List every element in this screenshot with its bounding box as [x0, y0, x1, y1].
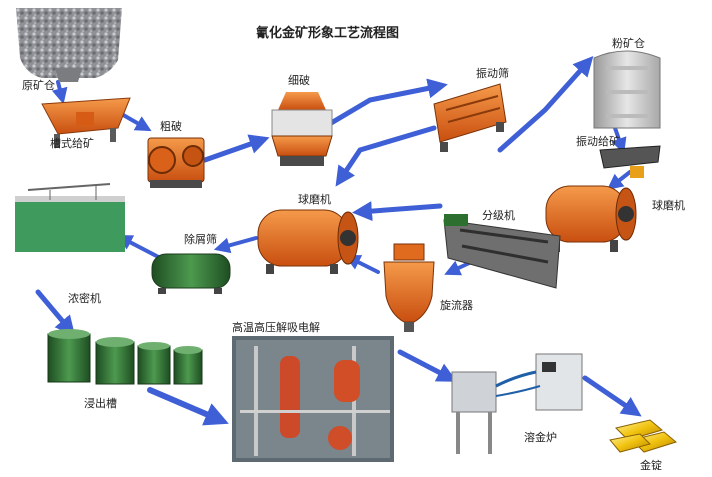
diagram-title: 氰化金矿形象工艺流程图: [256, 26, 400, 41]
arrow-feeder-to-mill: [606, 170, 632, 190]
label-gold-ingot: 金锭: [640, 459, 662, 472]
flow-arrows: [35, 56, 642, 426]
vibrating-screen-machine: [433, 83, 507, 152]
trough-feeder-machine: [41, 97, 131, 148]
vibrating-feeder-machine: [599, 145, 661, 178]
arrow-desorp-to-furnace: [397, 349, 458, 382]
arrow-to-leach: [35, 289, 76, 337]
label-vibrating-screen: 振动筛: [476, 67, 509, 80]
label-powder-bin: 粉矿仓: [612, 37, 645, 50]
ball-mill-middle-machine: [257, 209, 359, 274]
jaw-crusher-machine: [147, 137, 205, 188]
arrow-fine-to-screen: [313, 78, 448, 135]
label-desorption-electrolysis: 高温高压解吸电解: [232, 321, 320, 334]
label-thickener: 浓密机: [68, 292, 101, 305]
arrow-mill-to-trashscreen: [213, 236, 258, 254]
raw-ore-pile: [16, 8, 122, 82]
label-trash-screen: 除屑筛: [184, 233, 217, 246]
trash-screen-machine: [151, 253, 231, 294]
cone-crusher-machine: [271, 92, 333, 166]
arrow-silo-to-feeder: [611, 126, 627, 155]
label-vibrating-feeder: 振动给矿: [576, 135, 620, 148]
arrow-cyclone-to-mill: [344, 255, 380, 274]
label-coarse-crusher: 粗破: [160, 120, 182, 133]
label-leaching-tank: 浸出槽: [84, 397, 117, 410]
gold-ingots: [609, 419, 678, 453]
arrow-furnace-to-ingot: [582, 375, 642, 417]
label-hydrocyclone: 旋流器: [440, 299, 473, 312]
label-fine-crusher: 细破: [288, 74, 310, 87]
melting-furnace: [451, 353, 583, 454]
label-melting-furnace: 溶金炉: [524, 431, 557, 444]
label-raw-ore-bin: 原矿仓: [22, 79, 55, 92]
label-trough-feeder: 槽式给矿: [50, 137, 94, 150]
arrow-leach-to-desorp: [147, 387, 229, 426]
arrow-coarse-to-fine: [202, 134, 270, 163]
thickener-pond: [15, 183, 125, 252]
arrow-classifier-to-mill: [352, 201, 443, 222]
desorption-plant: [232, 336, 394, 462]
ball-mill-right-machine: [545, 185, 637, 252]
spiral-classifier-machine: [443, 214, 561, 289]
powder-silo: [593, 50, 661, 129]
hydrocyclone-machine: [383, 243, 435, 332]
arrow-screen-return: [335, 125, 437, 187]
label-classifier: 分级机: [482, 209, 515, 222]
leaching-tanks: [47, 329, 203, 385]
label-ball-mill-mid: 球磨机: [298, 193, 331, 206]
arrow-screen-to-silo: [497, 56, 594, 153]
arrow-rawbin-to-feeder: [51, 80, 68, 105]
label-ball-mill-right: 球磨机: [652, 199, 685, 212]
